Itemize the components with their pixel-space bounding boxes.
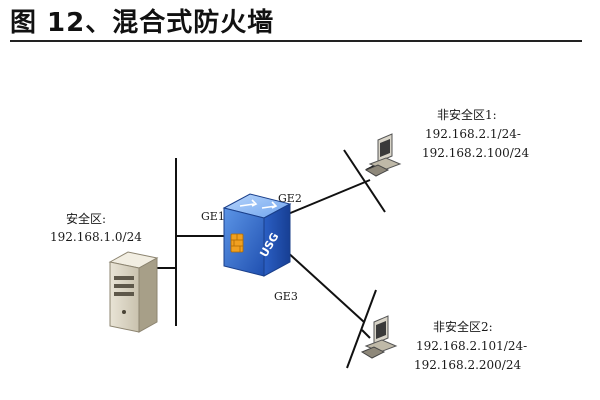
workstation-2-icon: [360, 315, 398, 359]
figure-title: 图 12、混合式防火墙: [10, 8, 275, 38]
title-divider: [10, 40, 582, 42]
port-ge3-label: GE3: [274, 290, 298, 303]
ge3-link: [284, 249, 365, 323]
port-ge1-label: GE1: [201, 210, 225, 223]
insecure-segment-1-bus: [343, 149, 386, 213]
insecure-zone-1-label: 非安全区1:: [437, 108, 497, 122]
secure-zone-range: 192.168.1.0/24: [50, 230, 142, 244]
secure-zone-label: 安全区:: [66, 212, 107, 226]
insecure-zone-2-range-end: 192.168.2.200/24: [414, 358, 522, 372]
port-ge2-label: GE2: [278, 192, 302, 205]
insecure-segment-2-bus: [346, 289, 377, 369]
workstation-1-icon: [364, 133, 402, 177]
server-icon: [108, 251, 159, 333]
insecure-zone-2-label: 非安全区2:: [433, 320, 493, 334]
insecure-zone-2-range-start: 192.168.2.101/24-: [416, 339, 528, 353]
workstation-2-link: [361, 329, 371, 339]
insecure-zone-1-range-end: 192.168.2.100/24: [422, 146, 530, 160]
ge2-link: [287, 179, 371, 215]
firewall-icon: USG: [222, 193, 292, 277]
insecure-zone-1-range-start: 192.168.2.1/24-: [425, 127, 521, 141]
